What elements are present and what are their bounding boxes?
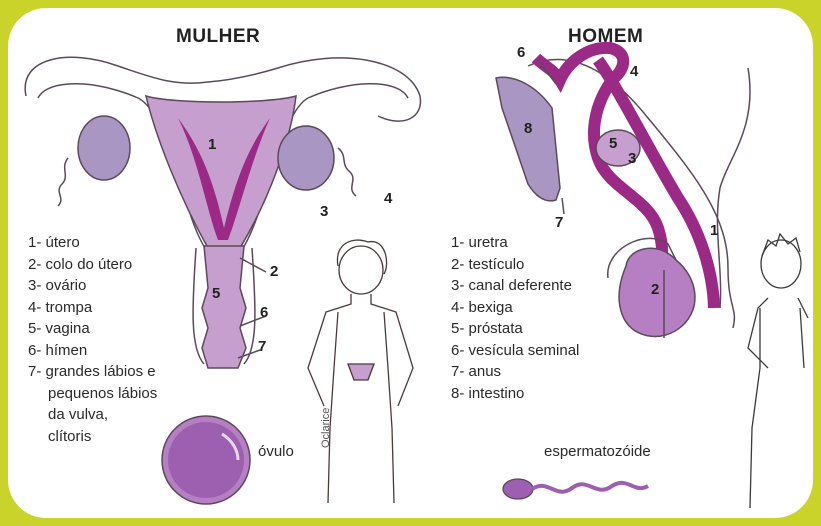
woman-legend: 1- útero 2- colo do útero 3- ovário 4- t… — [28, 232, 157, 447]
woman-legend-item: 4- trompa — [28, 297, 157, 319]
man-figure — [748, 234, 808, 508]
vagina — [202, 246, 246, 368]
left-fimbriae — [58, 158, 68, 206]
man-legend-item: 1- uretra — [451, 232, 579, 254]
man-marker-3: 3 — [628, 150, 636, 167]
man-legend: 1- uretra 2- testículo 3- canal deferent… — [451, 232, 579, 404]
man-marker-4: 4 — [630, 63, 638, 80]
man-marker-2: 2 — [651, 281, 659, 298]
woman-marker-7: 7 — [258, 338, 266, 355]
woman-title: MULHER — [176, 26, 260, 48]
diagram-panel: MULHER HOMEM 1- útero 2- colo do útero 3… — [8, 8, 813, 518]
marker-line-7-male — [562, 198, 564, 214]
man-legend-item: 6- vesícula seminal — [451, 340, 579, 362]
woman-head — [339, 246, 383, 294]
woman-arms — [308, 294, 413, 406]
woman-body — [328, 312, 394, 503]
woman-legend-item: da vulva, — [28, 404, 157, 426]
man-arms — [748, 298, 808, 368]
man-marker-1: 1 — [710, 222, 718, 239]
man-legend-item: 2- testículo — [451, 254, 579, 276]
woman-legend-item: 3- ovário — [28, 275, 157, 297]
woman-legend-item: 2- colo do útero — [28, 254, 157, 276]
ovum — [162, 416, 250, 504]
man-marker-6: 6 — [517, 44, 525, 61]
woman-marker-1: 1 — [208, 136, 216, 153]
man-marker-8: 8 — [524, 120, 532, 137]
woman-legend-item: 6- hímen — [28, 340, 157, 362]
woman-figure — [308, 240, 413, 503]
man-legend-item: 5- próstata — [451, 318, 579, 340]
woman-organ-mini — [348, 364, 374, 380]
woman-marker-4: 4 — [384, 190, 392, 207]
right-fimbriae — [338, 148, 356, 196]
sperm-caption: espermatozóide — [544, 443, 651, 460]
man-legend-item: 4- bexiga — [451, 297, 579, 319]
artist-signature: Oclarice — [320, 408, 332, 448]
man-legend-item: 7- anus — [451, 361, 579, 383]
right-ovary — [278, 126, 334, 190]
ovum-caption: óvulo — [258, 443, 294, 460]
man-title: HOMEM — [568, 26, 643, 48]
woman-marker-5: 5 — [212, 285, 220, 302]
sperm-head — [503, 479, 533, 499]
ovum-inner — [168, 422, 244, 498]
sperm-tail — [532, 483, 648, 492]
man-legend-item: 8- intestino — [451, 383, 579, 405]
man-body — [750, 308, 804, 508]
left-ovary — [78, 116, 130, 180]
woman-legend-item: 1- útero — [28, 232, 157, 254]
man-legend-item: 3- canal deferente — [451, 275, 579, 297]
woman-marker-2: 2 — [270, 263, 278, 280]
woman-legend-item: clítoris — [28, 426, 157, 448]
man-marker-5: 5 — [609, 135, 617, 152]
man-marker-7: 7 — [555, 214, 563, 231]
sperm — [503, 479, 648, 499]
intestine — [496, 77, 560, 201]
woman-marker-3: 3 — [320, 203, 328, 220]
woman-marker-6: 6 — [260, 304, 268, 321]
woman-legend-item: pequenos lábios — [28, 383, 157, 405]
man-head — [761, 240, 801, 288]
woman-legend-item: 7- grandes lábios e — [28, 361, 157, 383]
male-back-outline — [717, 68, 750, 308]
woman-legend-item: 5- vagina — [28, 318, 157, 340]
